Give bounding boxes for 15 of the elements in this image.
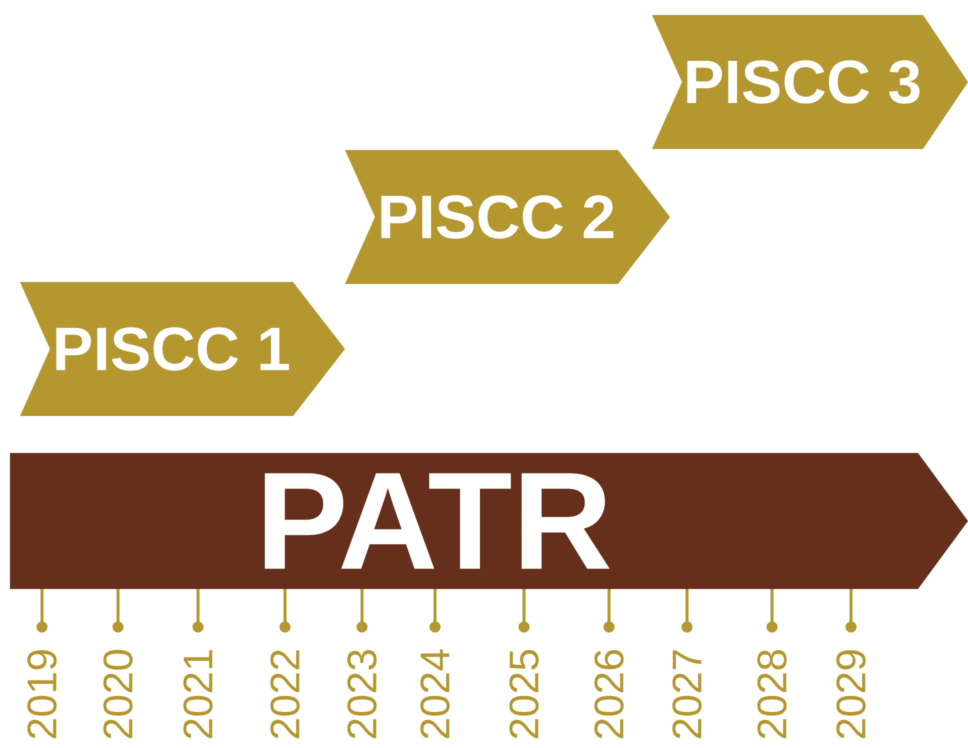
year-label: 2022 — [270, 650, 300, 738]
chevron-banner: PISCC 3 — [652, 15, 968, 149]
year-label: 2024 — [420, 649, 450, 738]
timeline-bar: PATR — [10, 453, 968, 589]
year-label: 2027 — [672, 650, 702, 738]
year-label: 2025 — [509, 650, 539, 738]
year-label: 2019 — [27, 650, 57, 738]
year-label: 2028 — [757, 650, 787, 738]
year-label: 2021 — [183, 650, 213, 738]
year-label: 2020 — [103, 650, 133, 738]
year-label: 2023 — [347, 650, 377, 738]
year-label: 2029 — [836, 650, 866, 738]
year-label: 2026 — [594, 650, 624, 738]
chevron-banner: PISCC 1 — [20, 282, 345, 416]
chevron-banner: PISCC 2 — [345, 150, 670, 284]
